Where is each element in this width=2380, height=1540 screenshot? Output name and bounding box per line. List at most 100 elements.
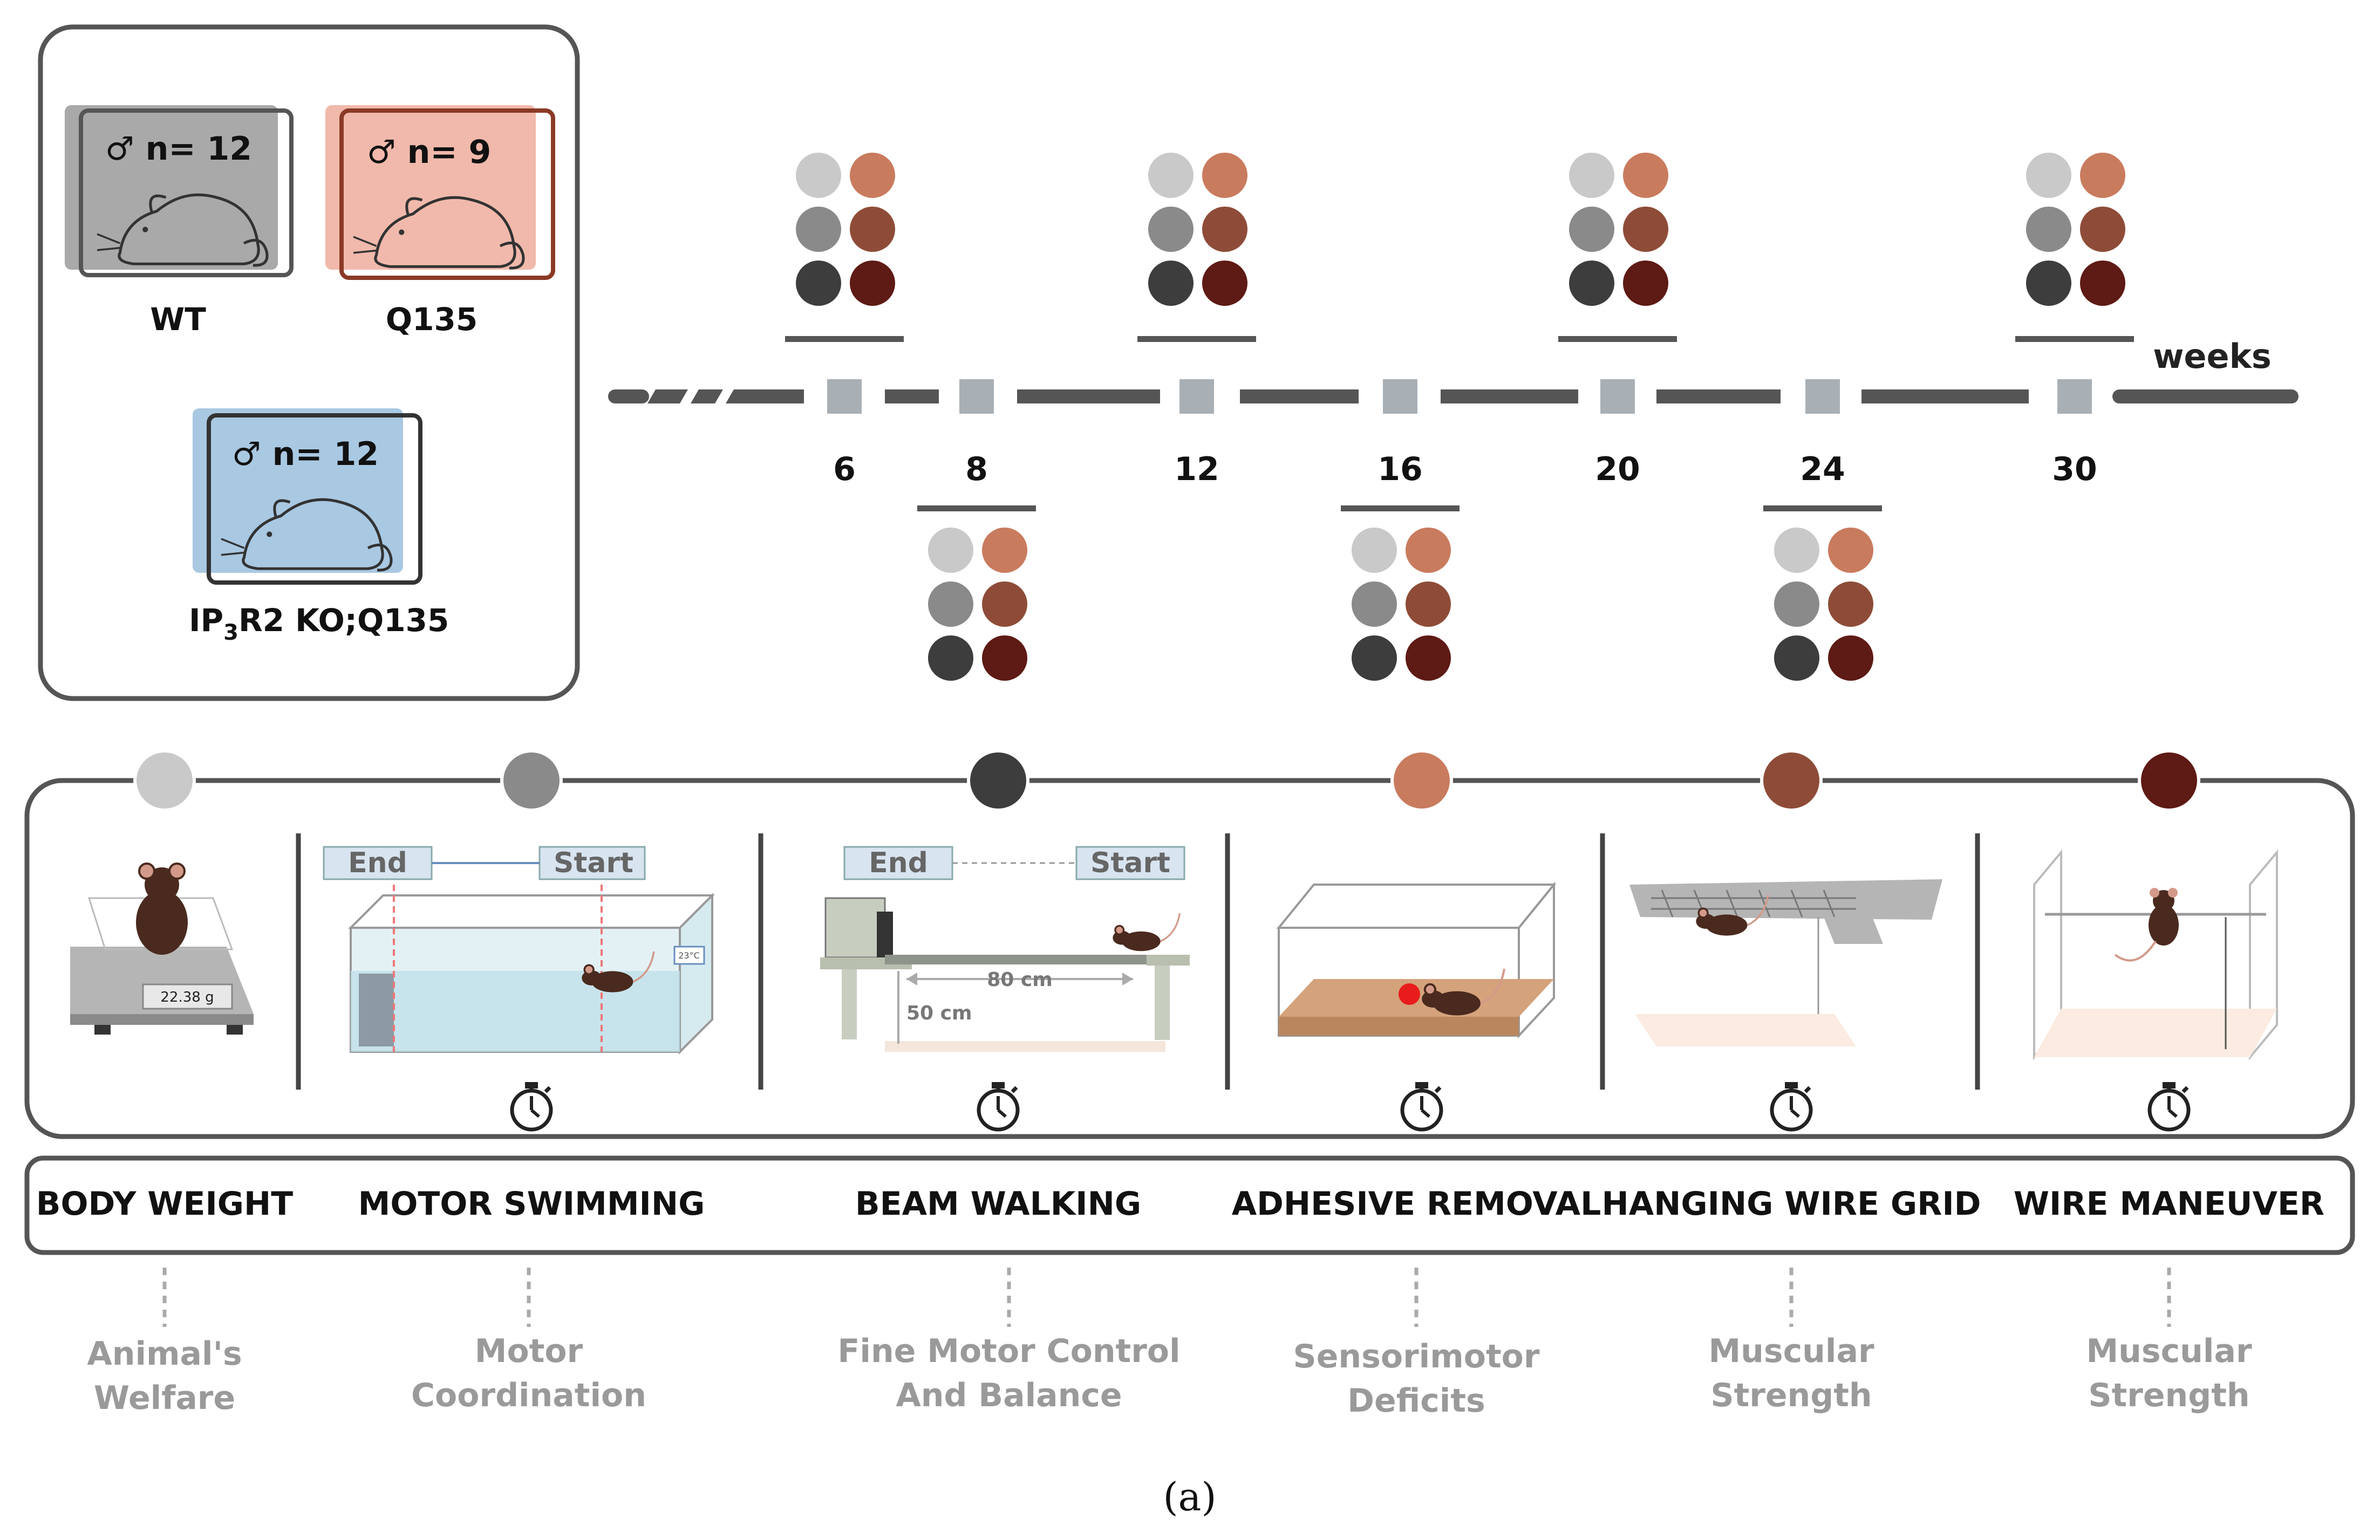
- test-dot: [1406, 528, 1451, 573]
- test-color-dot-5: [1763, 752, 1819, 809]
- week-label: 12: [1174, 450, 1219, 488]
- test-name-6: WIRE MANEUVER: [2014, 1185, 2324, 1223]
- battery-bar: [2015, 336, 2134, 342]
- test-dot: [1828, 635, 1873, 681]
- test-dot: [1148, 261, 1194, 306]
- test-dot: [796, 153, 841, 198]
- test-dot: [850, 207, 895, 252]
- timepoint-marker: [827, 379, 862, 414]
- test-dot: [1569, 207, 1614, 252]
- timepoint-30: 30: [2015, 153, 2134, 488]
- test-purpose-4-line1: Sensorimotor: [1293, 1338, 1540, 1375]
- test-dot: [1202, 153, 1247, 198]
- test-purpose-2-line2: Coordination: [411, 1377, 646, 1414]
- test-purpose-6-line1: Muscular: [2086, 1332, 2252, 1370]
- timeline-unit: weeks: [2153, 337, 2272, 376]
- beam-end-label: End: [869, 847, 928, 879]
- week-label: 6: [833, 450, 856, 488]
- timepoint-marker: [1805, 379, 1840, 414]
- week-label: 24: [1800, 450, 1845, 488]
- water-temp-label: 23°C: [678, 950, 700, 961]
- adhesive-removal-illustration: [1276, 881, 1557, 1039]
- group-card-q135: ♂ n= 9 Q135: [325, 105, 555, 338]
- test-name-2: MOTOR SWIMMING: [358, 1185, 705, 1223]
- test-dot: [1202, 207, 1247, 252]
- test-dot: [1406, 581, 1451, 627]
- test-dot: [2080, 153, 2125, 198]
- battery-bar: [917, 505, 1036, 511]
- battery-bar: [1341, 505, 1460, 511]
- group-name-ko: IP3R2 KO;Q135: [189, 602, 449, 645]
- test-dot: [2026, 261, 2071, 306]
- test-dot: [982, 581, 1027, 627]
- group-n-wt: ♂ n= 12: [105, 130, 252, 168]
- test-dot: [982, 635, 1027, 681]
- week-label: 8: [965, 450, 988, 488]
- beam-height-label: 50 cm: [906, 1002, 972, 1024]
- group-name-wt: WT: [150, 301, 206, 338]
- test-dot: [850, 153, 895, 198]
- week-label: 16: [1377, 450, 1423, 488]
- timepoint-12: 12: [1137, 153, 1256, 488]
- test-color-dot-6: [2141, 752, 2197, 809]
- test-dot: [1623, 153, 1668, 198]
- test-name-5: HANGING WIRE GRID: [1602, 1185, 1981, 1223]
- week-label: 20: [1595, 450, 1640, 488]
- test-dot: [2080, 261, 2125, 306]
- test-color-dot-3: [970, 752, 1026, 809]
- test-dot: [1352, 528, 1397, 573]
- timepoint-marker: [2057, 379, 2092, 414]
- test-purpose-6-line2: Strength: [2088, 1377, 2249, 1414]
- test-dot: [1623, 207, 1668, 252]
- timepoint-marker: [1383, 379, 1417, 414]
- timepoint-16: 16: [1341, 379, 1460, 681]
- timepoint-24: 24: [1763, 379, 1882, 681]
- battery-bar: [1137, 336, 1256, 342]
- swim-start-label: Start: [554, 847, 633, 879]
- group-name-q135: Q135: [386, 301, 478, 338]
- test-purpose-5-line2: Strength: [1710, 1377, 1872, 1414]
- test-dot: [1828, 581, 1873, 627]
- test-color-dot-2: [503, 752, 560, 809]
- test-purpose-1-line2: Welfare: [94, 1379, 235, 1417]
- test-purpose-3-line2: And Balance: [896, 1377, 1122, 1414]
- test-dot: [1406, 635, 1451, 681]
- timeline: weeks: [608, 337, 2299, 403]
- test-names-bar: [24, 1155, 2355, 1255]
- test-dot: [1774, 581, 1819, 627]
- test-dot: [1569, 153, 1614, 198]
- beam-walking-illustration: End Start 80 cm 50 cm: [820, 846, 1190, 1052]
- test-name-3: BEAM WALKING: [855, 1185, 1141, 1223]
- test-purpose-2-line1: Motor: [475, 1332, 583, 1370]
- group-card-wt: ♂ n= 12 WT: [65, 105, 294, 338]
- test-dot: [2026, 153, 2071, 198]
- test-name-1: BODY WEIGHT: [36, 1185, 293, 1223]
- battery-bar: [1763, 505, 1882, 511]
- timepoint-6: 6: [785, 153, 904, 488]
- wire-maneuver-illustration: [2033, 849, 2278, 1060]
- test-dot: [850, 261, 895, 306]
- hanging-wire-grid-illustration: [1629, 879, 1942, 1046]
- timepoint-20: 20: [1558, 153, 1677, 488]
- test-dot: [2026, 207, 2071, 252]
- test-dot: [1569, 261, 1614, 306]
- swimming-tank-illustration: End Start 23°C: [323, 846, 715, 1055]
- test-dot: [2080, 207, 2125, 252]
- test-purpose-4-line2: Deficits: [1347, 1382, 1485, 1420]
- test-dot: [928, 581, 973, 627]
- test-purpose-1-line1: Animal's: [87, 1335, 242, 1373]
- test-purpose-5-line1: Muscular: [1708, 1332, 1874, 1370]
- group-n-q135: ♂ n= 9: [367, 133, 491, 171]
- test-dot: [1774, 528, 1819, 573]
- body-weight-scale-illustration: 22.38 g: [70, 863, 254, 1035]
- timepoint-marker: [959, 379, 994, 414]
- group-card-ko: ♂ n= 12 IP3R2 KO;Q135: [189, 408, 449, 645]
- test-color-dot-4: [1394, 752, 1450, 809]
- figure-caption: (a): [1163, 1474, 1216, 1520]
- test-dot: [1623, 261, 1668, 306]
- test-dot: [1352, 581, 1397, 627]
- test-dot: [1148, 153, 1194, 198]
- test-dot: [928, 528, 973, 573]
- beam-length-label: 80 cm: [987, 969, 1052, 991]
